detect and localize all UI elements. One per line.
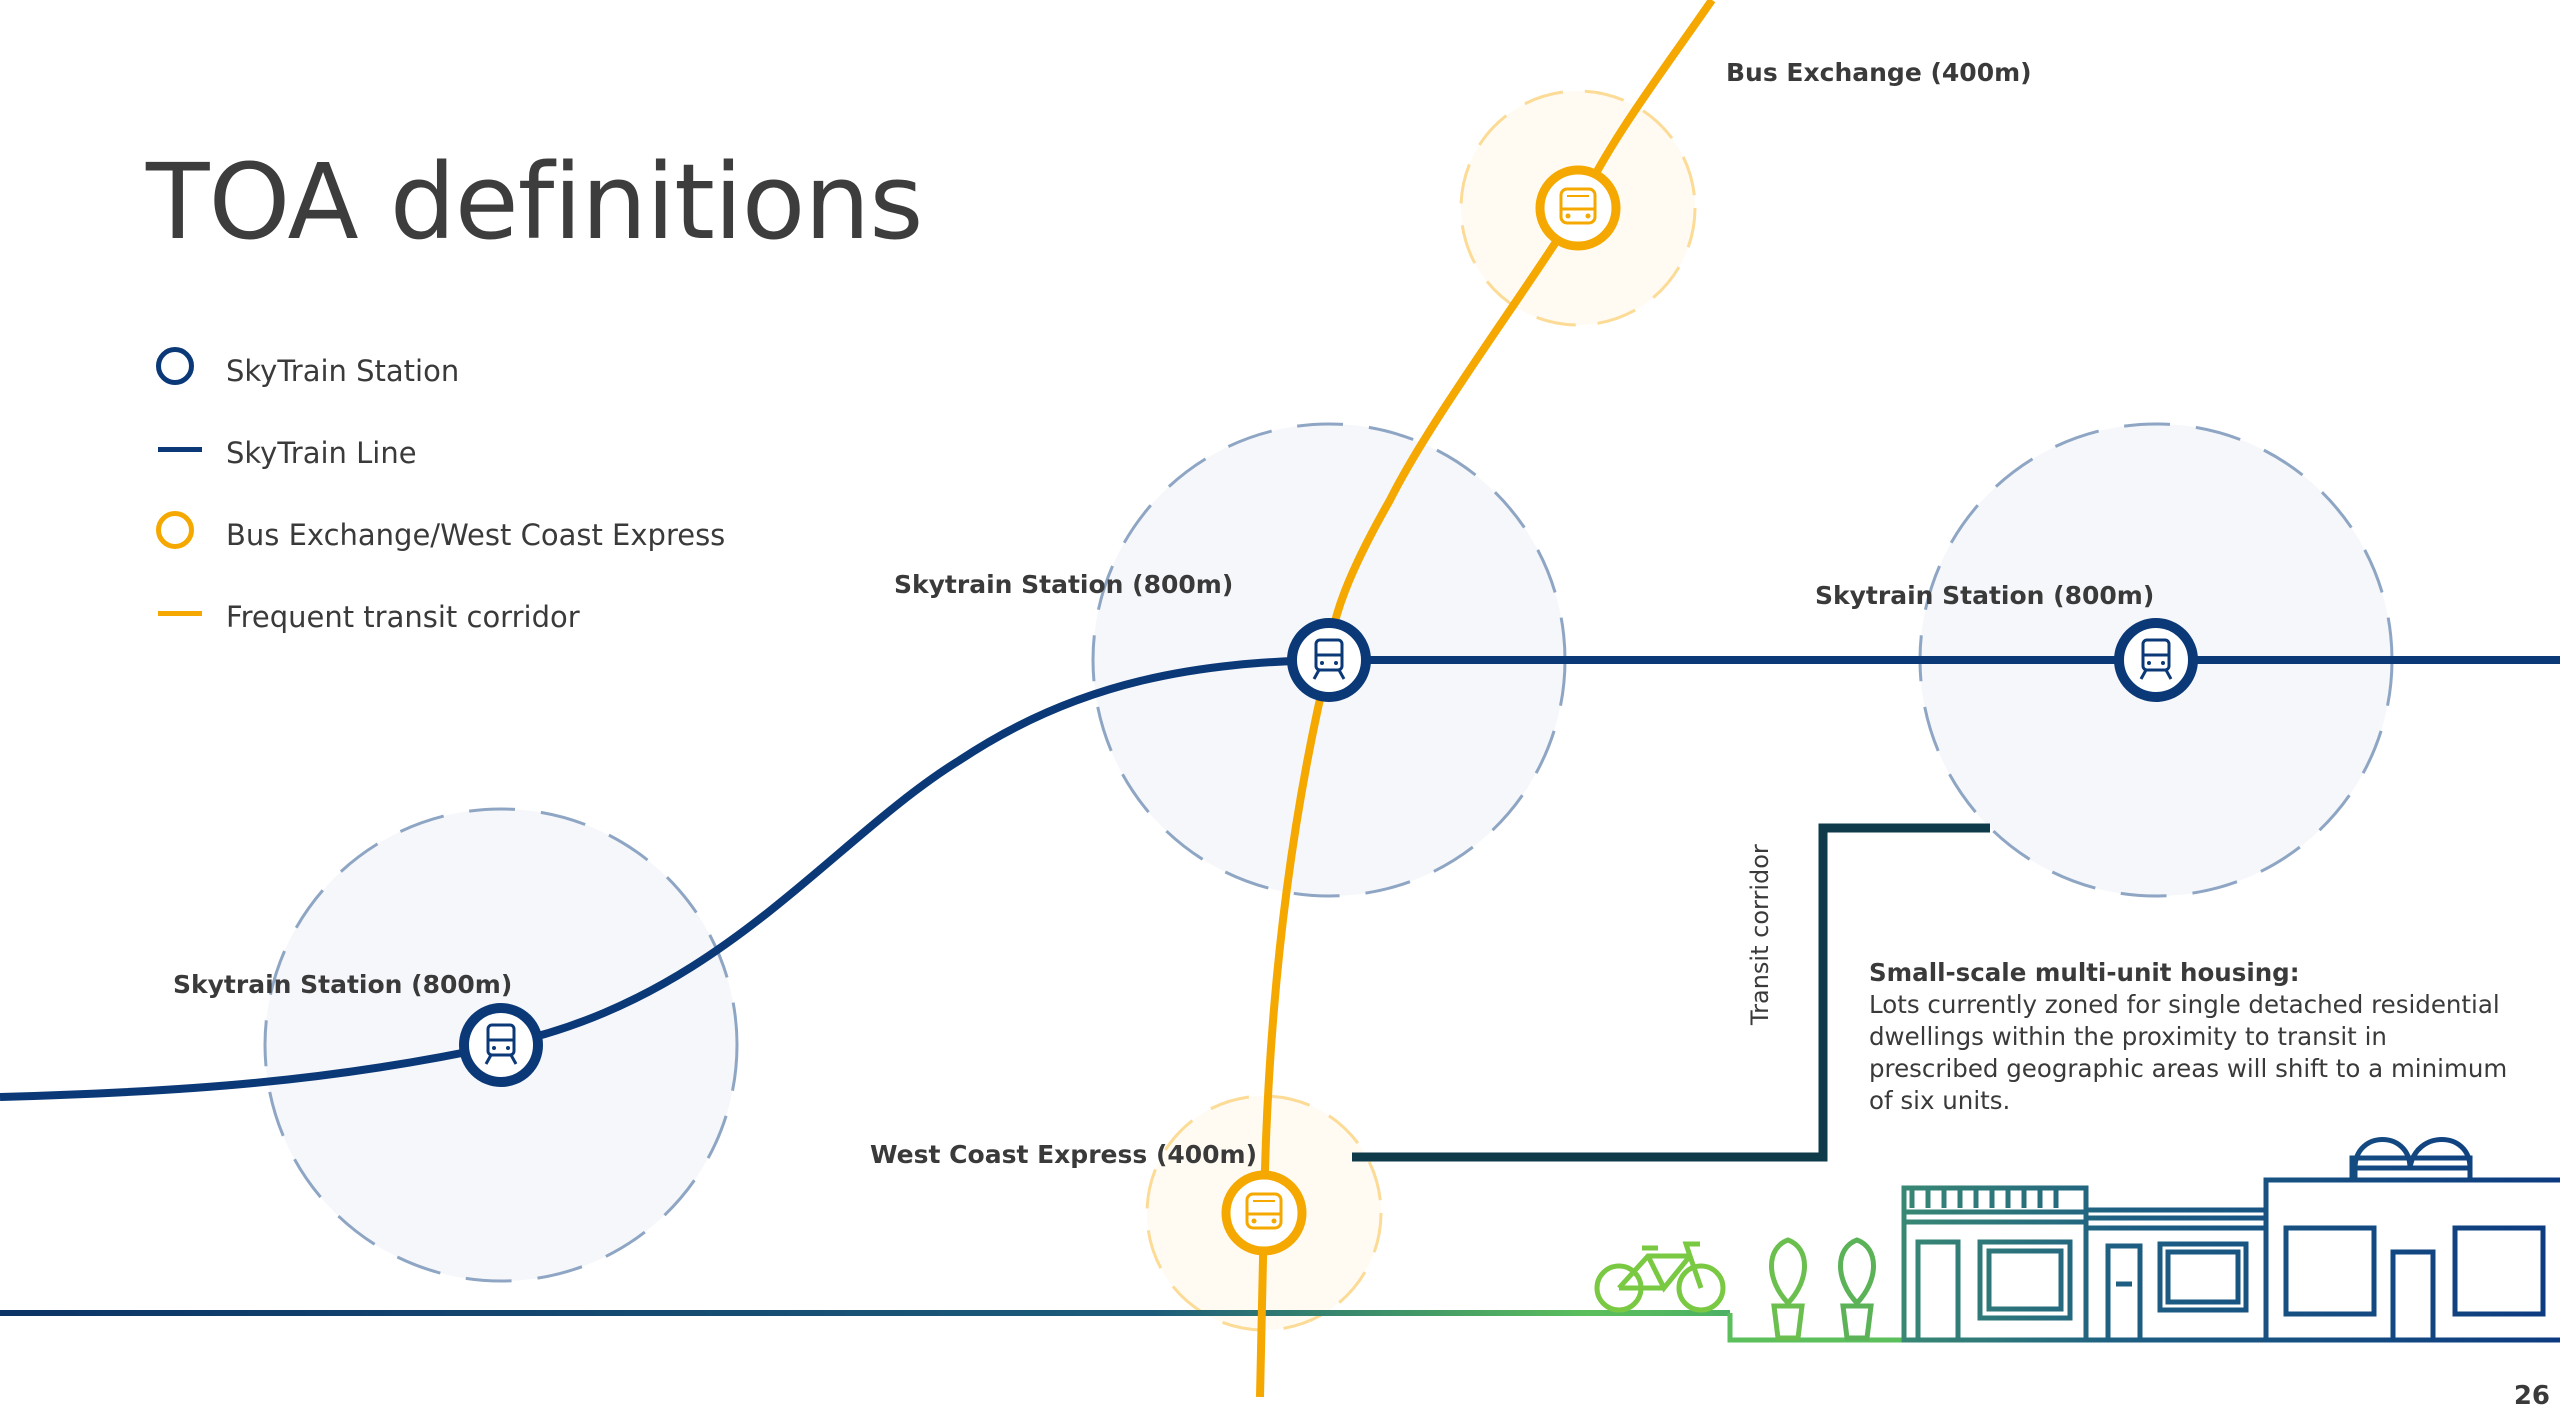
bus-icon — [1245, 1192, 1283, 1230]
transit-corridor-bracket — [1352, 823, 1990, 1162]
legend: SkyTrain Station SkyTrain Line Bus Excha… — [150, 330, 725, 658]
label-skytrain-right: Skytrain Station (800m) — [1815, 581, 2155, 610]
label-west-coast-express: West Coast Express (400m) — [870, 1140, 1258, 1169]
potted-plant-icon — [1769, 1237, 1807, 1341]
skytrain-station-circle-icon — [156, 347, 194, 385]
legend-item-skytrain-line: SkyTrain Line — [150, 412, 725, 494]
legend-item-skytrain-station: SkyTrain Station — [150, 330, 725, 412]
bicycle-icon — [1594, 1241, 1726, 1313]
legend-label: SkyTrain Station — [226, 354, 460, 388]
legend-item-bus-exchange: Bus Exchange/West Coast Express — [150, 494, 725, 576]
bus-exchange-station — [1535, 165, 1621, 251]
legend-item-transit-corridor: Frequent transit corridor — [150, 576, 725, 658]
building-shop-icon — [1901, 1185, 2089, 1343]
housing-description: Small-scale multi-unit housing: Lots cur… — [1869, 957, 2509, 1117]
legend-label: Bus Exchange/West Coast Express — [226, 518, 726, 552]
skytrain-station-center — [1287, 618, 1371, 702]
skytrain-line-icon — [158, 447, 202, 452]
building-house-icon — [2083, 1207, 2269, 1343]
skytrain-station-left — [459, 1003, 543, 1087]
ground-line — [0, 1310, 1730, 1316]
legend-label: Frequent transit corridor — [226, 600, 580, 634]
streetscape-illustration — [1594, 1137, 2560, 1343]
label-transit-corridor: Transit corridor — [1746, 844, 1774, 1025]
bus-icon — [1559, 187, 1597, 225]
page-title: TOA definitions — [146, 141, 923, 263]
skytrain-line — [0, 656, 2560, 1101]
description-title: Small-scale multi-unit housing: — [1869, 958, 2300, 987]
description-text: Lots currently zoned for single detached… — [1869, 990, 2508, 1115]
west-coast-express-station — [1221, 1170, 1307, 1256]
bus-exchange-circle-icon — [156, 511, 194, 549]
label-skytrain-center: Skytrain Station (800m) — [894, 570, 1234, 599]
label-bus-exchange: Bus Exchange (400m) — [1726, 58, 2032, 87]
potted-plant-icon — [1838, 1237, 1876, 1341]
building-storefront-icon — [2263, 1137, 2560, 1343]
transit-corridor-line-icon — [158, 611, 202, 616]
skytrain-station-right — [2114, 618, 2198, 702]
label-skytrain-left: Skytrain Station (800m) — [173, 970, 513, 999]
frequent-transit-corridor-line — [1256, 0, 1716, 1397]
page-number: 26 — [2513, 1381, 2550, 1411]
legend-label: SkyTrain Line — [226, 436, 417, 470]
